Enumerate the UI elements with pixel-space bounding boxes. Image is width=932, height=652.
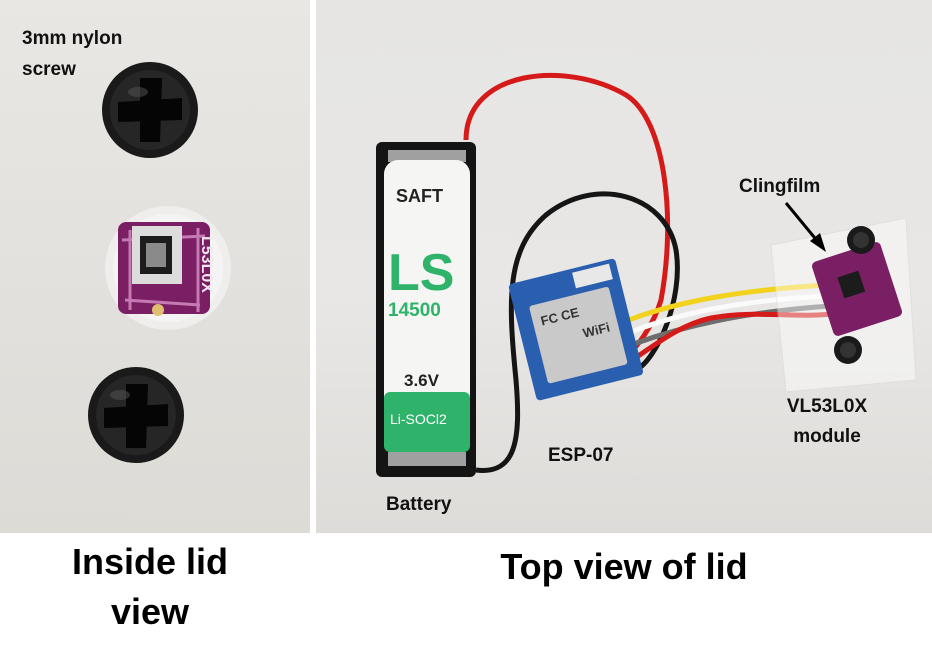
- battery-model-letters: LS: [388, 244, 454, 302]
- top-nylon-screw: [102, 62, 198, 158]
- battery-label: Battery: [386, 494, 452, 515]
- white-wire: [615, 293, 829, 341]
- esp-wifi-mark: WiFi: [581, 320, 611, 341]
- battery-brand: SAFT: [396, 186, 443, 206]
- inside-lid-photo: L53L0X 3mm nylon screw: [0, 0, 310, 533]
- sensor-board-cutout: L53L0X: [105, 206, 231, 330]
- vl53l0x-assembly: [770, 217, 917, 393]
- battery-model-number: 14500: [388, 300, 441, 321]
- esp-label: ESP-07: [548, 445, 614, 466]
- battery-chemistry: Li-SOCl2: [390, 411, 447, 427]
- top-lid-illustration: SAFT LS 14500 3.6V Li-SOCl2 FC CE WiFi: [376, 72, 917, 477]
- battery-voltage: 3.6V: [404, 371, 440, 390]
- vl53-label-line1: VL53L0X: [786, 396, 868, 417]
- screw-label-line2: screw: [22, 59, 76, 80]
- clingfilm-arrow: [784, 202, 826, 252]
- caption-right: Top view of lid: [500, 546, 748, 587]
- panel-divider: [310, 0, 316, 533]
- inside-lid-illustration: L53L0X: [88, 62, 231, 463]
- battery-cell: SAFT LS 14500 3.6V Li-SOCl2: [384, 160, 470, 452]
- screw-label-line1: 3mm nylon: [22, 28, 123, 49]
- yellow-wire: [615, 282, 827, 328]
- black-wire: [475, 191, 680, 473]
- top-lid-photo: SAFT LS 14500 3.6V Li-SOCl2 FC CE WiFi: [316, 0, 932, 533]
- vl53-label-line2: module: [793, 426, 861, 447]
- caption-left-line2: view: [110, 591, 190, 632]
- pcb-silkscreen-text: L53L0X: [198, 236, 215, 293]
- esp07-module: FC CE WiFi: [508, 258, 643, 401]
- grey-wire: [617, 303, 831, 353]
- caption-left-line1: Inside lid: [71, 541, 229, 582]
- clingfilm-label: Clingfilm: [739, 176, 821, 197]
- bottom-nylon-screw: [88, 367, 184, 463]
